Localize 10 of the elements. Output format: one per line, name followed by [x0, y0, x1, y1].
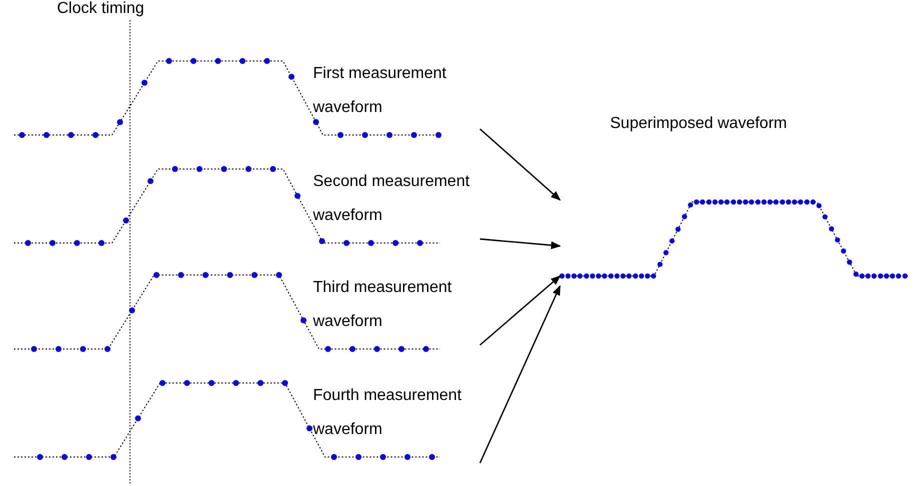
waveform-caption: Fourth measurement waveform — [313, 386, 463, 440]
clock-timing-label: Clock timing — [57, 0, 144, 19]
waveform-caption: First measurement waveform — [313, 64, 448, 118]
waveform-caption: Third measurement waveform — [313, 278, 453, 332]
arrow — [480, 238, 561, 250]
waveform-caption: Second measurement waveform — [313, 172, 471, 226]
waveform-caption: Superimposed waveform — [610, 114, 787, 134]
arrow — [480, 275, 561, 346]
arrow — [480, 128, 561, 201]
arrow — [479, 285, 561, 464]
